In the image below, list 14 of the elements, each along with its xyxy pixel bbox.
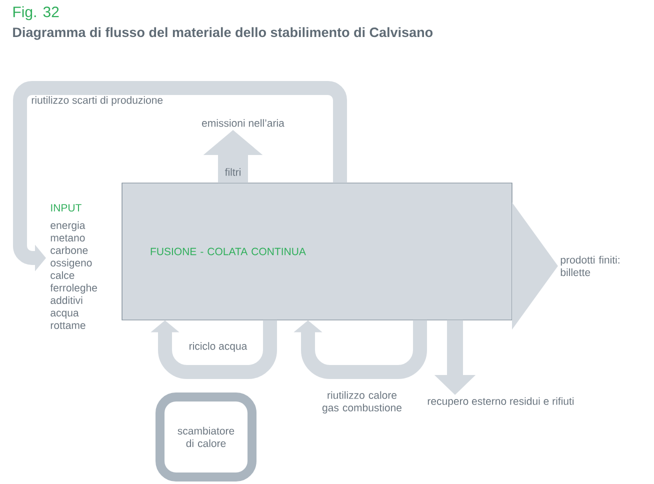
edge-label: filtri <box>224 167 242 177</box>
output-text: prodotti finiti: billette <box>560 256 620 276</box>
edge-label: riutilizzo scarti di produzione <box>32 96 163 106</box>
flow-arrow <box>294 320 427 379</box>
input-list: INPUT energia metano carbone ossigeno calce ferroleghe additivi acqua rottame <box>50 204 97 330</box>
edge-label: riutilizzo calore gas combustione <box>322 391 402 414</box>
title: Diagramma di flusso del materiale dello stabilimento di Calvisano <box>13 27 433 40</box>
figure-number: Fig. 32 <box>13 6 59 20</box>
flow-arrow <box>150 320 277 379</box>
output-text: recupero esterno residui e rifiuti <box>428 397 574 407</box>
process-block: FUSIONE - COLATA CONTINUA <box>122 182 512 320</box>
edge-label: riciclo acqua <box>190 342 248 352</box>
heat-exchanger-box: scambiatore di calore <box>156 392 256 482</box>
output-text: emissioni nell’aria <box>202 119 284 127</box>
